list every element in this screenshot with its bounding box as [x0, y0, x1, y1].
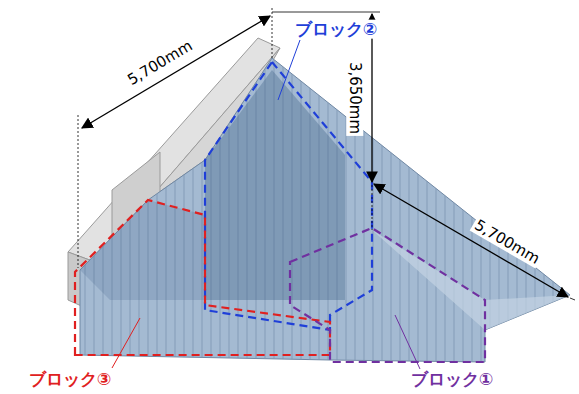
leader-line [278, 40, 300, 100]
block-label: ブロック② [293, 20, 379, 39]
dimension-arrow [374, 184, 568, 297]
block3-outline [75, 200, 330, 355]
guide-line [570, 298, 575, 300]
block-shade [80, 200, 205, 300]
block1-outline [290, 228, 485, 362]
guide-line [272, 12, 380, 13]
leader-line [112, 318, 140, 368]
block-shade [205, 70, 345, 300]
guide-line [78, 115, 79, 268]
dimension-arrow [82, 16, 270, 128]
guide-line [272, 8, 273, 58]
block-body [80, 58, 570, 362]
dimension-text: 3,650mm [347, 60, 364, 136]
block-label: ブロック③ [27, 370, 113, 389]
rib-texture [80, 58, 570, 362]
block-label: ブロック① [409, 370, 495, 389]
dimension-arrow [371, 14, 372, 182]
leader-line [395, 315, 420, 369]
slope-face [372, 230, 570, 330]
guide-line [372, 185, 373, 230]
